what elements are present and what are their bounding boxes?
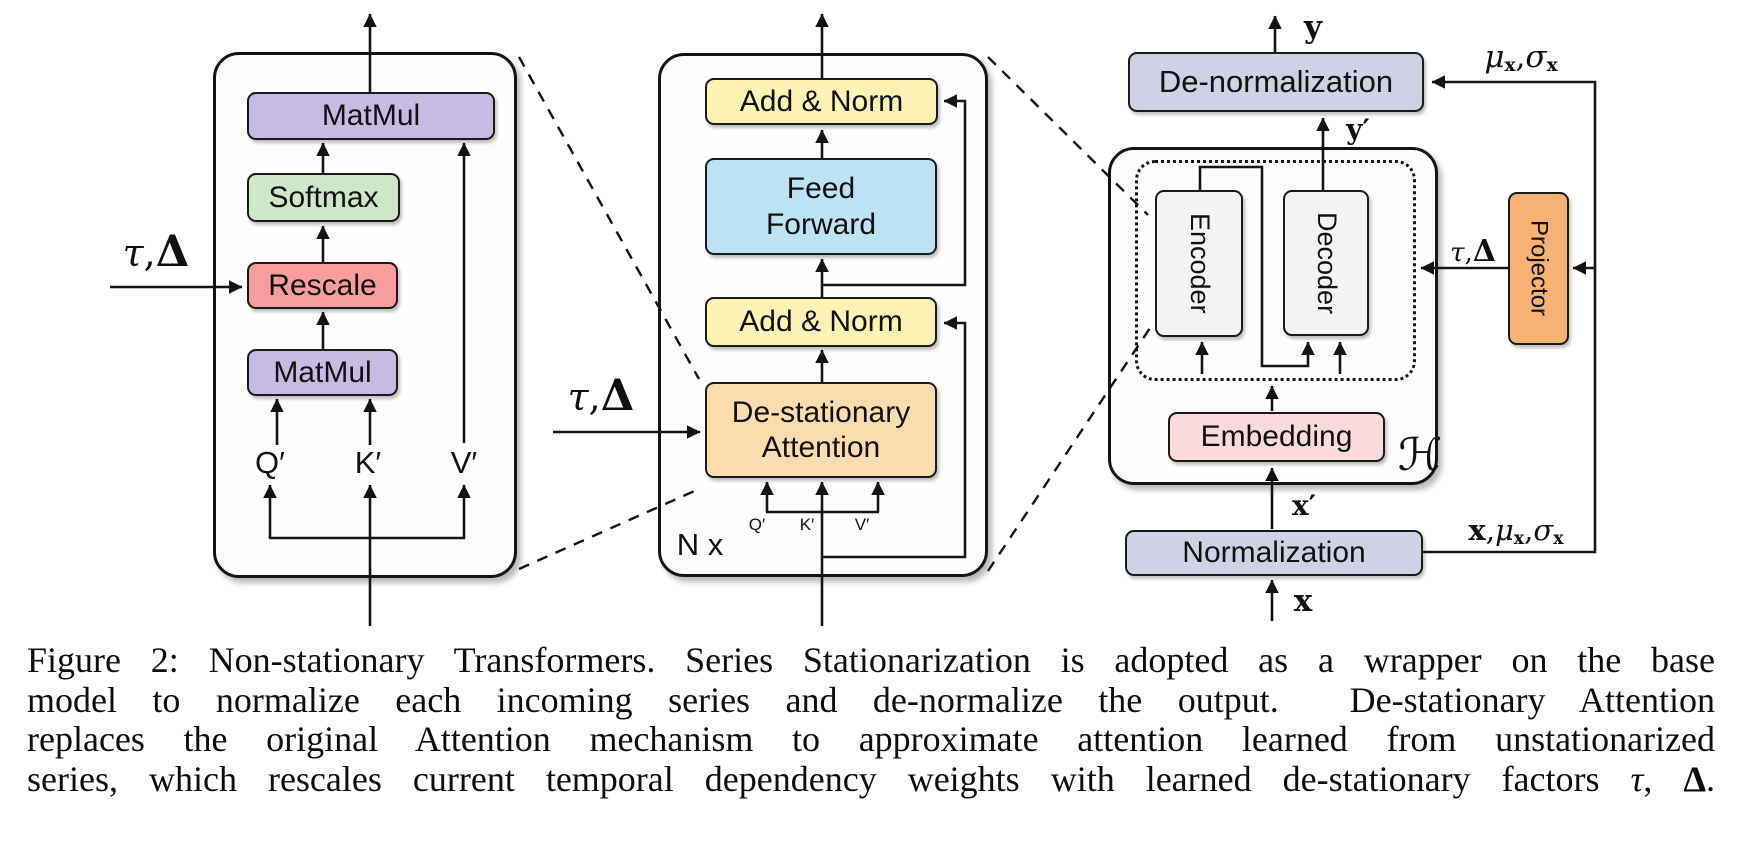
encoder-box: Encoder [1155, 190, 1243, 337]
sigma-subscript-x: x [1546, 55, 1558, 77]
caption-delta-symbol: Δ [1683, 758, 1707, 799]
h-script-text: ℋ [1397, 428, 1443, 481]
encoder-decoder-dotted-box [1135, 160, 1416, 381]
comma: , [1524, 513, 1534, 547]
tau-delta-label-left: τ, Δ [102, 230, 210, 284]
v-prime-label: V′ [440, 447, 488, 478]
x-prime-label: x′ [1279, 492, 1329, 520]
sigma-symbol: σ [1525, 39, 1547, 75]
k-prime-small-label: K′ [789, 516, 825, 533]
y-text: y [1303, 9, 1322, 45]
figure-caption: Figure 2: Non-stationary Transformers. S… [27, 640, 1716, 800]
delta-symbol: Δ [600, 370, 635, 421]
mu-subscript-x: x [1504, 55, 1516, 77]
y-prime-text: y′ [1346, 113, 1370, 146]
x-text: x [1293, 583, 1313, 619]
caption-tau-symbol: τ [1630, 758, 1644, 799]
n-x-text: N x [676, 527, 724, 562]
caption-separator: , [1643, 758, 1684, 799]
q-prime-label: Q′ [246, 447, 294, 478]
feed-forward-box: Feed Forward [705, 158, 937, 255]
v-prime-text: V′ [854, 515, 870, 534]
de-stationary-attention-box: De-stationary Attention [705, 382, 937, 478]
comma: , [1485, 513, 1495, 547]
q-prime-text: Q′ [748, 515, 766, 534]
normalization-box: Normalization [1125, 530, 1423, 576]
comma: , [1464, 238, 1473, 268]
embedding-box: Embedding [1168, 412, 1385, 462]
comma: , [588, 375, 601, 419]
add-norm-top-box: Add & Norm [705, 78, 938, 125]
sigma-symbol: σ [1533, 513, 1554, 547]
q-prime-text: Q′ [255, 445, 285, 480]
q-prime-small-label: Q′ [739, 516, 775, 533]
v-prime-text: V′ [450, 445, 478, 480]
y-output-label: y [1288, 12, 1338, 43]
tau-delta-label-projector: τ, Δ [1436, 236, 1510, 266]
mu-symbol: μ [1484, 39, 1505, 75]
projector-box: Projector [1508, 192, 1569, 345]
k-prime-text: K′ [799, 515, 815, 534]
tau-symbol: τ [1450, 238, 1465, 268]
comma: , [1515, 39, 1526, 75]
y-prime-label: y′ [1331, 116, 1385, 144]
matmul-top-box: MatMul [247, 92, 495, 140]
caption-line-4: series, which rescales current temporal … [27, 758, 1716, 800]
add-norm-bottom-box: Add & Norm [705, 297, 937, 347]
mu-subscript-x: x [1513, 528, 1525, 549]
sigma-subscript-x: x [1553, 528, 1564, 549]
tau-symbol: τ [122, 231, 144, 275]
caption-period: . [1706, 758, 1716, 799]
matmul-bottom-box: MatMul [247, 349, 398, 396]
caption-line-2: model to normalize each incoming series … [27, 679, 1715, 720]
n-x-repeat-label: N x [662, 529, 738, 560]
x-input-label: x [1281, 586, 1325, 617]
decoder-box: Decoder [1283, 190, 1369, 336]
tau-symbol: τ [567, 375, 589, 419]
x-prime-text: x′ [1291, 489, 1317, 522]
de-normalization-box: De-normalization [1128, 52, 1424, 112]
softmax-box: Softmax [247, 173, 400, 222]
tau-delta-label-middle: τ, Δ [546, 374, 656, 428]
comma: , [143, 231, 156, 275]
rescale-box: Rescale [247, 262, 398, 309]
k-prime-label: K′ [344, 447, 392, 478]
v-prime-small-label: V′ [844, 516, 880, 533]
delta-symbol: Δ [1472, 233, 1496, 268]
caption-line-3: replaces the original Attention mechanis… [27, 719, 1715, 759]
caption-line-1: Figure 2: Non-stationary Transformers. S… [27, 640, 1715, 680]
mu-symbol: μ [1494, 513, 1514, 547]
x-symbol: x [1468, 513, 1486, 547]
delta-symbol: Δ [155, 226, 190, 277]
k-prime-text: K′ [354, 445, 382, 480]
h-script-label: ℋ [1392, 432, 1448, 477]
caption-line-4-text: series, which rescales current temporal … [27, 758, 1631, 799]
